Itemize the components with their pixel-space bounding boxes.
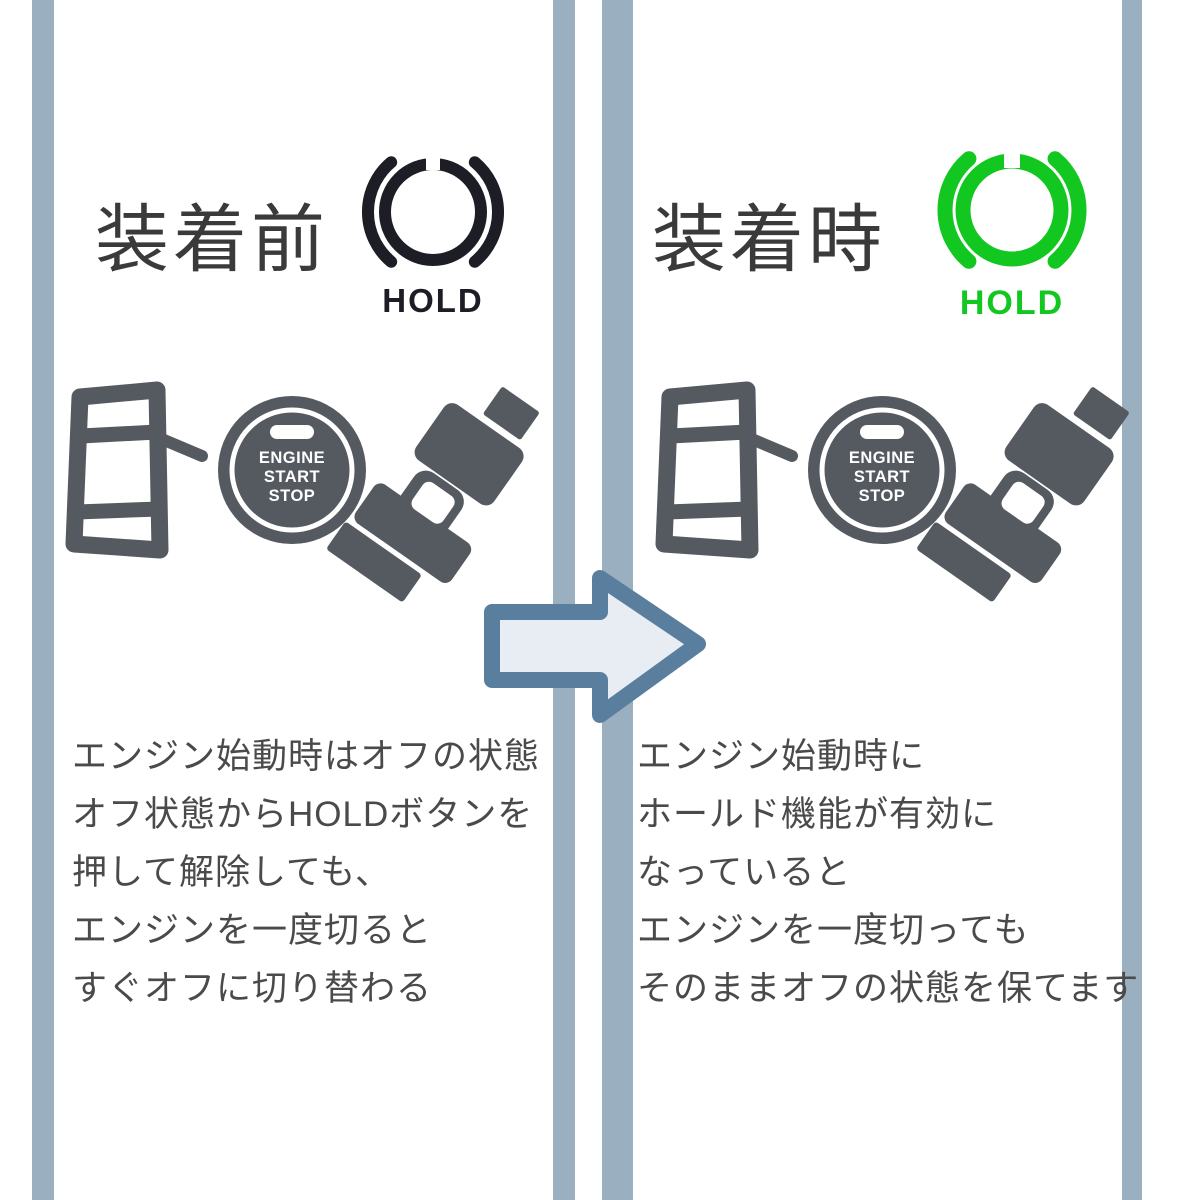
description-line: エンジンを一度切ると — [72, 911, 433, 950]
seatbelt-buckle-icon — [327, 387, 539, 602]
engine-start-stop-button-icon: ENGINE START STOP — [808, 396, 956, 544]
svg-text:START: START — [854, 468, 910, 486]
brake-hold-indicator-icon-active: HOLD — [937, 150, 1087, 322]
right-icon-row: ENGINE START STOP — [655, 381, 1129, 602]
hold-label: HOLD — [382, 282, 484, 319]
right-arrow-icon — [484, 570, 706, 723]
description-line: そのままオフの状態を保てます — [637, 969, 1140, 1008]
car-door-open-icon — [655, 381, 798, 559]
right-panel-title: 装着時 — [652, 198, 886, 281]
right-panel-right-border — [1122, 0, 1142, 1200]
brake-hold-indicator-icon: HOLD — [362, 154, 504, 319]
description-line: エンジン始動時に — [637, 737, 926, 776]
hold-label: HOLD — [960, 284, 1064, 322]
description-line: なっていると — [637, 853, 852, 892]
seatbelt-buckle-icon — [917, 387, 1129, 602]
description-line: エンジン始動時はオフの状態 — [72, 737, 541, 776]
description-line: すぐオフに切り替わる — [72, 969, 433, 1008]
svg-text:ENGINE: ENGINE — [849, 449, 915, 467]
left-panel-title: 装着前 — [95, 198, 329, 281]
left-panel-right-border — [553, 0, 575, 1200]
car-door-open-icon — [65, 381, 208, 559]
right-panel-description: エンジン始動時に ホールド機能が有効に なっていると エンジンを一度切っても そ… — [637, 728, 1139, 1018]
svg-text:ENGINE: ENGINE — [259, 449, 325, 467]
description-line: エンジンを一度切っても — [637, 911, 1030, 950]
svg-text:START: START — [264, 468, 320, 486]
left-panel-left-border — [32, 0, 54, 1200]
description-line: ホールド機能が有効に — [637, 795, 998, 834]
engine-start-stop-button-icon: ENGINE START STOP — [218, 396, 366, 544]
svg-text:STOP: STOP — [269, 487, 316, 505]
description-line: オフ状態からHOLDボタンを — [72, 795, 534, 834]
svg-text:STOP: STOP — [859, 487, 906, 505]
left-icon-row: ENGINE START STOP — [65, 381, 539, 602]
left-panel-description: エンジン始動時はオフの状態 オフ状態からHOLDボタンを 押して解除しても、 エ… — [72, 728, 540, 1018]
description-line: 押して解除しても、 — [72, 853, 392, 892]
